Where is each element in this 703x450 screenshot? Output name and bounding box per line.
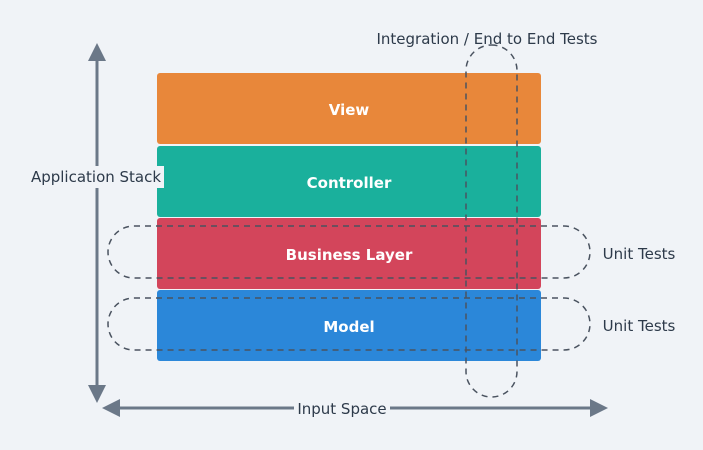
layer-controller-label: Controller xyxy=(307,174,392,192)
horizontal-axis-label: Input Space xyxy=(297,400,386,418)
layer-business xyxy=(157,218,541,289)
unit-tests-business-label: Unit Tests xyxy=(603,245,676,263)
vertical-axis-label-bg xyxy=(28,166,164,188)
layer-view xyxy=(157,73,541,144)
layer-model xyxy=(157,290,541,361)
integration-tests-outline xyxy=(465,44,518,398)
layer-model-label: Model xyxy=(323,318,374,336)
layer-controller xyxy=(157,146,541,217)
unit-tests-model-outline xyxy=(107,297,591,351)
unit-tests-model-label: Unit Tests xyxy=(603,317,676,335)
unit-tests-business-outline xyxy=(107,225,591,279)
layer-business-label: Business Layer xyxy=(286,246,413,264)
layer-view-label: View xyxy=(329,101,370,119)
integration-tests-label: Integration / End to End Tests xyxy=(377,30,598,48)
vertical-axis-label: Application Stack xyxy=(31,168,161,186)
horizontal-axis-label-bg xyxy=(294,398,390,420)
